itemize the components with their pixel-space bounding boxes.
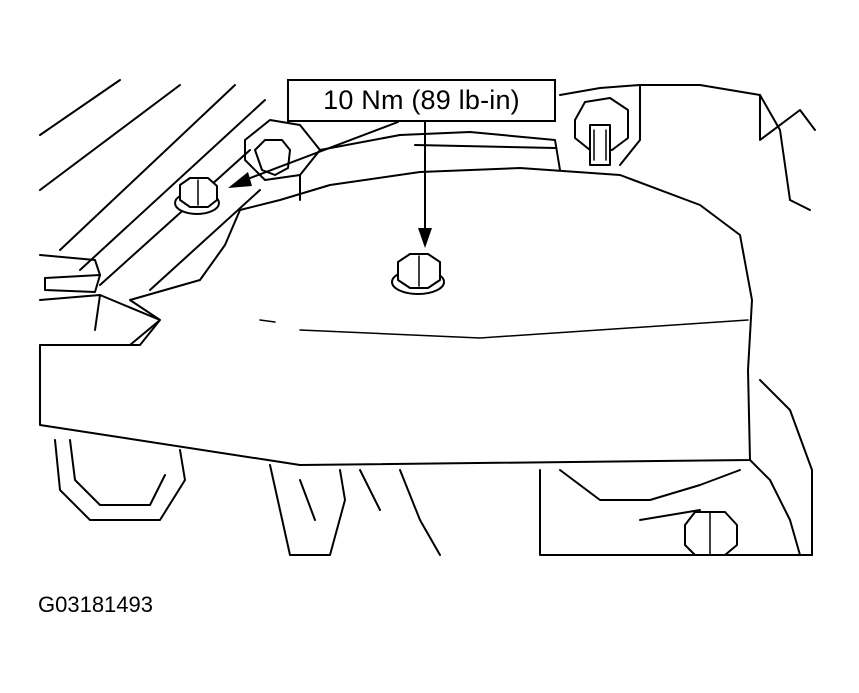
torque-spec-label: 10 Nm (89 lb-in)	[323, 85, 520, 115]
torque-callout: 10 Nm (89 lb-in)	[287, 79, 556, 122]
arrow-icon	[418, 121, 432, 248]
bolt-icon	[391, 253, 445, 295]
bolt-icon	[174, 177, 220, 215]
bolt-icon	[684, 511, 738, 556]
arrow-icon	[228, 121, 399, 188]
upper-bracket	[244, 119, 561, 201]
figure-id-label: G03181493	[38, 592, 153, 617]
lower-components	[54, 439, 441, 556]
frame-rails	[39, 79, 266, 291]
shield-panel	[39, 167, 753, 466]
stud-nut-icon	[574, 97, 629, 166]
